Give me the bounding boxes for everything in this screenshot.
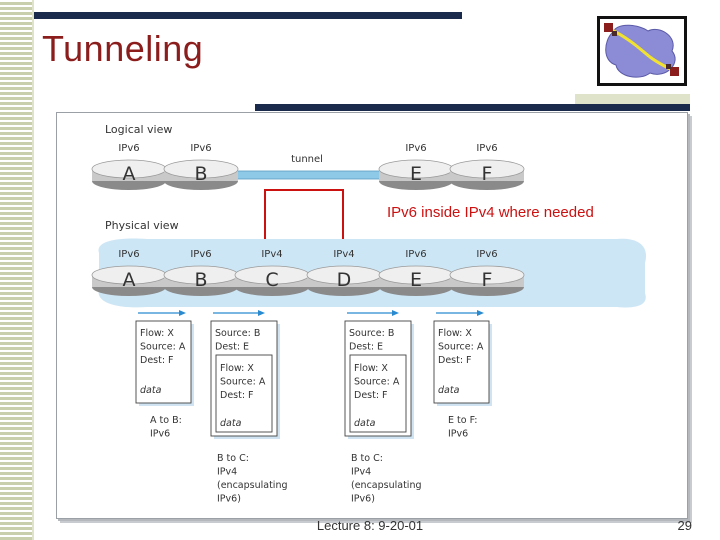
router-name: B [194,163,207,185]
packet-4-frame [433,320,490,404]
packet-caption-line: IPv4 [217,467,237,478]
packet-header-line: Flow: X [438,328,472,339]
router-name: F [482,269,493,291]
tunnel-label: tunnel [291,154,323,165]
router-name: D [337,269,352,291]
physical-view-label: Physical view [105,219,179,232]
packet-2-inner-frame [215,354,273,433]
packet-inner-header-line: Source: A [354,377,400,388]
router-type-label: IPv6 [405,143,426,154]
router-type-label: IPv6 [476,143,497,154]
router-top [163,159,239,179]
flow-arrow-head [392,310,399,316]
router-name: C [265,269,278,291]
slide-title: Tunneling [42,28,204,69]
callout-text: IPv6 inside IPv4 where needed [387,204,594,221]
router-type-label: IPv6 [476,249,497,260]
packet-caption-line: IPv6) [351,494,375,505]
packet-header-line: Dest: F [438,355,472,366]
footer-text: Lecture 8: 9-20-01 [316,518,424,533]
flow-arrow-head [477,310,484,316]
packet-1-frame [135,320,192,404]
router-logical-a: A IPv6 [91,143,167,190]
packet-inner-header-line: Flow: X [220,363,254,374]
router-logical-e: E IPv6 [378,143,454,190]
router-top [449,265,525,285]
packet-outer-header-line: Source: B [349,328,394,339]
packet-inner-header-line: Dest: F [354,390,388,401]
packet-header-line: Flow: X [140,328,174,339]
packet-inner-header-line: Source: A [220,377,266,388]
router-physical-c: C IPv4 [234,249,310,296]
flow-arrow-head [179,310,186,316]
callout-bracket [264,189,344,245]
packet-header-line: Dest: F [140,355,174,366]
logical-view-label: Logical view [105,123,172,136]
router-name: F [482,163,493,185]
packet-caption-line: IPv6 [448,429,468,440]
network-logo [597,16,687,86]
packet-data-label: data [354,418,376,429]
top-rule [34,12,462,19]
header-rule [255,104,690,111]
router-physical-f: F IPv6 [449,249,525,296]
router-name: E [410,269,422,291]
header-rule-shadow [575,94,690,104]
page-number: 29 [677,518,692,533]
router-physical-a: A IPv6 [91,249,167,296]
packet-inner-header-line: Dest: F [220,390,254,401]
packet-caption-line: E to F: [448,415,478,426]
router-type-label: IPv6 [118,249,139,260]
router-type-label: IPv4 [261,249,282,260]
packet-caption-line: IPv6 [150,429,170,440]
packet-caption-line: A to B: [150,415,182,426]
packet-header-line: Source: A [438,342,484,353]
router-type-label: IPv6 [405,249,426,260]
packet-data-label: data [220,418,242,429]
router-physical-d: D IPv4 [306,249,382,296]
packet-header-line: Source: A [140,342,186,353]
tunnel-pipe [230,170,387,180]
packet-caption-line: IPv6) [217,494,241,505]
router-physical-b: B IPv6 [163,249,239,296]
packet-caption-line: (encapsulating [217,480,288,491]
router-physical-e: E IPv6 [378,249,454,296]
decorative-stripes [0,0,34,540]
router-top [449,159,525,179]
router-type-label: IPv6 [190,143,211,154]
packet-caption-line: B to C: [351,453,383,464]
packet-caption-line: IPv4 [351,467,371,478]
router-type-label: IPv4 [333,249,354,260]
packet-caption-line: (encapsulating [351,480,422,491]
tunneling-diagram: Logical viewtunnelAIPv6BIPv6EIPv6FIPv6Ph… [91,123,647,505]
router-name: A [123,163,136,185]
packet-caption-line: B to C: [217,453,249,464]
packet-3-inner-frame [349,354,407,433]
packet-data-label: data [140,385,162,396]
router-logical-f: F IPv6 [449,143,525,190]
flow-arrow-head [258,310,265,316]
router-name: E [410,163,422,185]
packet-inner-header-line: Flow: X [354,363,388,374]
router-type-label: IPv6 [190,249,211,260]
packet-outer-header-line: Source: B [215,328,260,339]
packet-outer-header-line: Dest: E [349,342,383,353]
router-type-label: IPv6 [118,143,139,154]
router-name: A [123,269,136,291]
router-name: B [194,269,207,291]
packet-data-label: data [438,385,460,396]
packet-outer-header-line: Dest: E [215,342,249,353]
router-logical-b: B IPv6 [163,143,239,190]
